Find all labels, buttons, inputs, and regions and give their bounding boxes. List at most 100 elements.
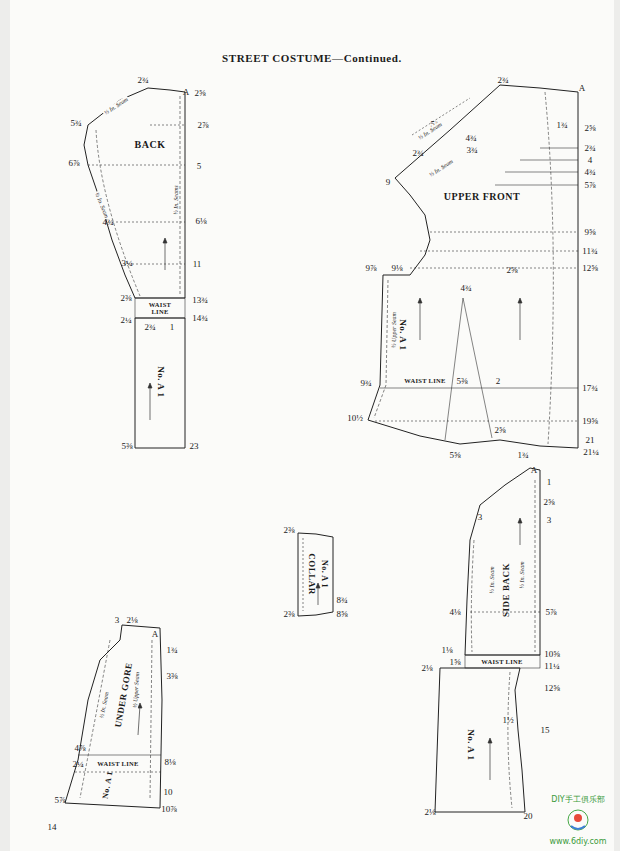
piece-name: SIDE BACK bbox=[502, 563, 511, 617]
measurement: 19⅝ bbox=[582, 417, 598, 426]
waist-line-label: WAIST LINE bbox=[480, 659, 523, 666]
measurement: 3¼ bbox=[121, 259, 132, 268]
measurement: 5 bbox=[197, 162, 202, 171]
piece-name: No. A 1 bbox=[156, 366, 165, 397]
piece-edge bbox=[368, 85, 578, 448]
measurement: 1 bbox=[547, 478, 552, 487]
seam-note: ½ Upper Seam bbox=[132, 671, 141, 709]
seam-note: ½ In. Seams bbox=[173, 184, 179, 215]
page-ground bbox=[10, 0, 614, 851]
measurement: 4¾ bbox=[465, 134, 476, 143]
piece-edge bbox=[65, 625, 162, 808]
piece-edge bbox=[465, 468, 540, 655]
seam-note: ½ In. Seam bbox=[489, 566, 495, 595]
measurement: 5⅞ bbox=[584, 181, 595, 190]
piece-outline bbox=[435, 668, 525, 812]
measurement: 9⅞ bbox=[365, 264, 376, 273]
measurement: 11 bbox=[193, 260, 202, 269]
measurement: 9⅝ bbox=[584, 228, 595, 237]
measurement: 2⅛ bbox=[126, 616, 137, 625]
measurement: 13¾ bbox=[192, 296, 208, 305]
chart-number: No. A 1 bbox=[102, 770, 115, 799]
measurement: 10⅞ bbox=[161, 805, 177, 814]
pattern-piece: No. A 1 bbox=[435, 668, 525, 812]
measurement: 2¾ bbox=[144, 323, 155, 332]
measurement: 5⅜ bbox=[121, 442, 132, 451]
measurement: 9 bbox=[386, 178, 391, 187]
pattern-piece: No. A 1 bbox=[135, 318, 185, 448]
measurement: 1 bbox=[170, 323, 175, 332]
measurement: 2⅜ bbox=[120, 294, 131, 303]
measurement: 2¾ bbox=[137, 76, 148, 85]
measurement: 2⅝ bbox=[543, 498, 554, 507]
measurement: 6⅛ bbox=[195, 217, 206, 226]
measurement: 10⅝ bbox=[544, 650, 560, 659]
measurement: 9¾ bbox=[360, 379, 371, 388]
piece-outline bbox=[465, 468, 540, 655]
measurement: 20 bbox=[524, 812, 533, 821]
measurement: A bbox=[531, 466, 538, 475]
measurement: A bbox=[152, 630, 159, 639]
waist-line-label: WAIST LINE bbox=[96, 761, 139, 768]
measurement: 15 bbox=[541, 726, 550, 735]
measurement: 2 bbox=[496, 377, 501, 386]
measurement: 9⅛ bbox=[391, 264, 402, 273]
measurement: 5⅞ bbox=[54, 796, 65, 805]
measurement: 2⅛ bbox=[424, 808, 435, 817]
measurement: 1¾ bbox=[517, 451, 528, 460]
measurement: 1½ bbox=[502, 716, 513, 725]
measurement: 3¾ bbox=[466, 146, 477, 155]
measurement: 2¼ bbox=[120, 316, 131, 325]
measurement: 14 bbox=[48, 823, 57, 832]
piece-name: UPPER FRONT bbox=[444, 192, 520, 202]
pattern-piece: COLLAR No. A 1 bbox=[298, 533, 333, 616]
measurement: 8⅛ bbox=[164, 758, 175, 767]
measurement: 11¼ bbox=[544, 662, 559, 671]
seam-note: ½ In. Seam bbox=[102, 96, 130, 117]
measurement: 5⅝ bbox=[449, 451, 460, 460]
measurement: A bbox=[579, 84, 586, 93]
measurement: 2⅛ bbox=[421, 664, 432, 673]
piece-name: UNDER GORE bbox=[114, 662, 134, 728]
watermark: www.6diy.com bbox=[549, 838, 606, 846]
pattern-piece: UNDER GORE No. A 1 bbox=[65, 625, 162, 808]
measurement: 8¾ bbox=[336, 596, 347, 605]
measurement: 2¾ bbox=[584, 144, 595, 153]
piece-edge bbox=[135, 318, 185, 448]
measurement: 1⅝ bbox=[449, 658, 460, 667]
measurement: 4⅛ bbox=[449, 608, 460, 617]
measurement: 1⅛ bbox=[441, 646, 452, 655]
chart-number: No. A 1 bbox=[320, 560, 328, 588]
measurement: 4⅞ bbox=[74, 744, 85, 753]
measurement: 10 bbox=[164, 788, 173, 797]
piece-edge bbox=[84, 88, 185, 298]
measurement: 2⅝ bbox=[506, 266, 517, 275]
chart-number: No. A 1 bbox=[398, 319, 407, 350]
measurement: 4 bbox=[588, 156, 593, 165]
measurement: 1¾ bbox=[556, 121, 567, 130]
measurement: 3 bbox=[115, 616, 120, 625]
measurement: 6⅞ bbox=[68, 159, 79, 168]
measurement: 12⅝ bbox=[582, 264, 598, 273]
measurement: 11¾ bbox=[582, 247, 597, 256]
measurement: 21¼ bbox=[583, 448, 599, 457]
measurement: 1¾ bbox=[166, 646, 177, 655]
seam-note: ½ In. Seam bbox=[519, 561, 525, 590]
page-title: STREET COSTUME—Continued. bbox=[222, 52, 402, 64]
piece-name: COLLAR bbox=[307, 553, 316, 595]
measurement: 3 bbox=[547, 516, 552, 525]
measurement: 8⅝ bbox=[336, 610, 347, 619]
measurement: 2¾ bbox=[497, 76, 508, 85]
measurement: 5⅞ bbox=[545, 608, 556, 617]
measurement: 10½ bbox=[347, 414, 363, 423]
measurement: 2⅝ bbox=[194, 89, 205, 98]
seam-note: ½ In. Seam bbox=[94, 190, 110, 219]
piece-edge bbox=[435, 668, 525, 812]
measurement: 3⅜ bbox=[166, 672, 177, 681]
watermark: DIY手工俱乐部 bbox=[551, 796, 604, 804]
measurement: 5¾ bbox=[70, 119, 81, 128]
measurement: 14¾ bbox=[192, 314, 208, 323]
piece-edge bbox=[298, 533, 333, 616]
